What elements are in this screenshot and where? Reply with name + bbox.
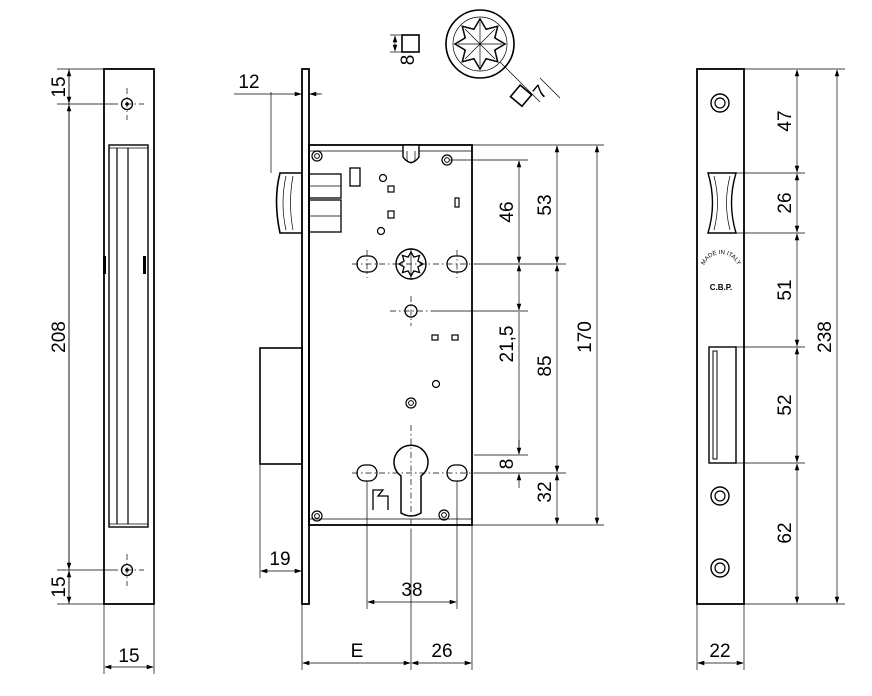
deadbolt [259, 347, 303, 465]
screw-icon [405, 397, 417, 409]
stamp-text: MADE IN ITALY [701, 250, 742, 266]
lock-case [308, 144, 473, 526]
strike-plate-outline [696, 68, 745, 605]
follower-star-icon [445, 9, 515, 79]
screw-icon [710, 486, 730, 506]
dim-follower-square-alt: 7 [529, 82, 552, 104]
dim-faceplate-height: 208 [49, 321, 70, 353]
dim-faceplate-bottom: 15 [49, 576, 70, 597]
screw-icon [311, 150, 323, 162]
dim-strike-mid: 51 [775, 279, 796, 300]
stamp-logo: C.B.P. [710, 283, 733, 292]
dim-strike-bottom: 62 [775, 522, 796, 543]
dim-faceplate-width: 15 [118, 646, 139, 667]
screw-icon [710, 93, 730, 113]
screw-icon [311, 510, 323, 522]
cylinder-keyhole-icon [393, 444, 429, 517]
dim-upper-to-spindle: 46 [497, 201, 518, 222]
svg-text:MADE IN ITALY: MADE IN ITALY [701, 250, 742, 266]
dim-cylinder-holes: 38 [401, 580, 422, 601]
faceplate-front-view: 15 208 15 15 [49, 68, 155, 674]
dim-case-height: 170 [575, 321, 596, 353]
lock-side-view: 12 19 38 E 26 46 53 21,5 85 [234, 68, 604, 670]
screw-icon [438, 509, 450, 521]
faceplate-outline [103, 68, 155, 605]
dim-top-to-spindle: 53 [535, 194, 556, 215]
latch-icon [275, 172, 302, 234]
manufacturer-stamp: MADE IN ITALY C.B.P. [701, 250, 742, 292]
faceplate-edge [301, 68, 310, 605]
dim-strike-bolt: 52 [775, 394, 796, 415]
follower-star-icon [395, 248, 427, 280]
follower-detail: 8 7 [390, 9, 561, 108]
dim-latch-offset: 19 [269, 549, 290, 570]
dim-cylinder-to-bottom: 32 [535, 481, 556, 502]
dim-strike-latch: 26 [775, 192, 796, 213]
dim-cylinder-offset: 8 [497, 459, 518, 470]
dim-spindle-to-small-hole: 21,5 [497, 326, 518, 363]
dim-strike-top: 47 [775, 110, 796, 131]
dim-backset: E [351, 641, 364, 662]
dim-strike-height: 238 [815, 321, 836, 353]
dim-spindle-to-cylinder: 85 [535, 355, 556, 376]
screw-icon [710, 558, 730, 578]
dim-faceplate-top: 15 [49, 76, 70, 97]
dim-follower-square: 8 [398, 55, 419, 66]
dim-strike-width: 22 [709, 641, 730, 662]
dim-case-offset: 26 [431, 641, 452, 662]
dim-faceplate-thickness: 12 [238, 72, 259, 93]
strike-plate-view: MADE IN ITALY C.B.P. 47 26 51 52 62 [696, 68, 845, 670]
